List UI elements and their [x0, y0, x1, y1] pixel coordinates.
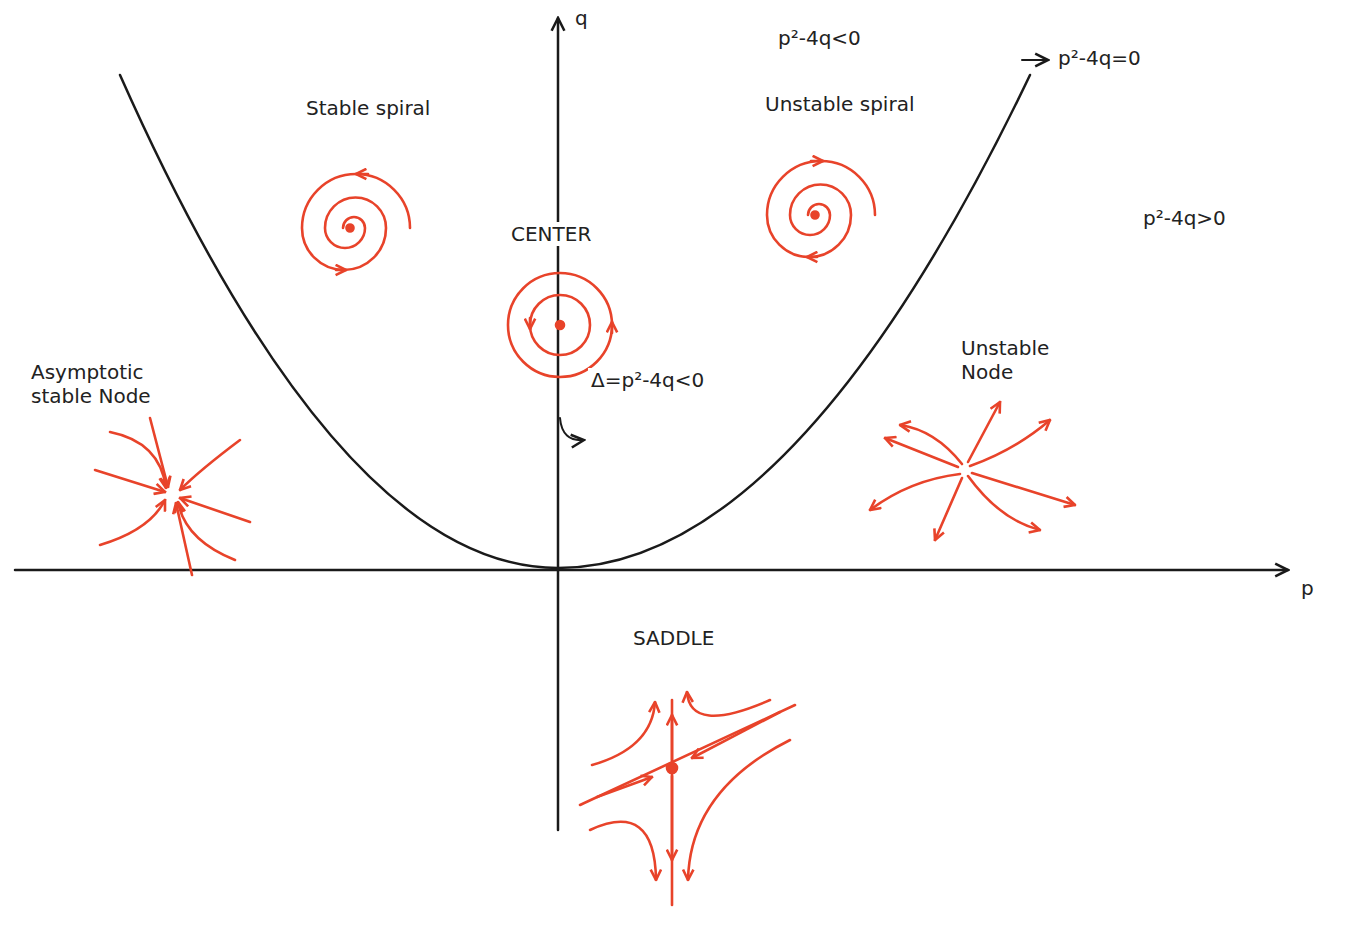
region-label: CENTER [508, 222, 594, 246]
trajectory [687, 692, 770, 716]
trajectory [935, 478, 962, 540]
trajectory [592, 702, 655, 765]
region-label: Stable spiral [303, 96, 439, 120]
unstable-node-portrait [870, 402, 1075, 540]
trajectory [688, 740, 790, 880]
trajectory [100, 500, 165, 545]
region-label: SADDLE [630, 626, 717, 650]
curve-label: p²-4q=0 [1055, 46, 1144, 70]
unstable-manifold [671, 700, 674, 905]
fixed-point [347, 225, 354, 232]
flow-arrow [529, 318, 532, 329]
flow-arrow [671, 776, 674, 860]
condition-label: p²-4q<0 [775, 26, 864, 50]
phase-portraits [95, 161, 1075, 905]
q-axis [557, 18, 560, 830]
flow-arrow [671, 715, 674, 760]
stable-spiral-portrait [302, 174, 410, 270]
condition-label: p²-4q>0 [1140, 206, 1229, 230]
trajectory [970, 420, 1050, 466]
trajectory [968, 402, 1000, 462]
trajectory [95, 470, 165, 492]
flow-arrow [692, 712, 780, 758]
stable-node-portrait [95, 418, 250, 575]
trajectory [176, 503, 192, 575]
fixed-point [812, 212, 819, 219]
trajectory [885, 438, 958, 467]
p-axis [15, 569, 1288, 572]
pointer-arrow [560, 418, 584, 440]
fixed-point [556, 321, 564, 329]
trajectory [178, 502, 235, 560]
fixed-point [667, 763, 677, 773]
trajectory [590, 822, 656, 880]
orbit [530, 295, 590, 355]
trajectory [110, 432, 166, 488]
region-label: Asymptotic stable Node [28, 360, 194, 408]
axes [15, 18, 1288, 830]
saddle-portrait [580, 692, 795, 905]
spiral-curve [302, 174, 410, 270]
trajectory [180, 440, 240, 490]
spiral-curve [767, 161, 875, 257]
flow-arrow [807, 256, 817, 259]
flow-arrow [811, 160, 823, 163]
flow-arrow [336, 269, 346, 272]
trajectory [180, 498, 250, 522]
center-portrait [508, 273, 612, 377]
parabola [120, 75, 1030, 568]
trajectory [150, 418, 168, 487]
region-label: Unstable Node [958, 336, 1079, 384]
trajectory [870, 474, 960, 510]
condition-label: Δ=p²-4q<0 [588, 368, 707, 392]
axis-label: q [572, 6, 591, 30]
axis-label: p [1298, 576, 1317, 600]
pointer-arrow [1022, 59, 1048, 61]
flow-arrow [611, 322, 614, 333]
trajectory [968, 476, 1040, 530]
flow-arrow [356, 173, 368, 176]
unstable-spiral-portrait [767, 161, 875, 257]
trajectory [900, 425, 962, 464]
flow-arrow [597, 777, 652, 797]
region-label: Unstable spiral [762, 92, 918, 116]
orbit [508, 273, 612, 377]
